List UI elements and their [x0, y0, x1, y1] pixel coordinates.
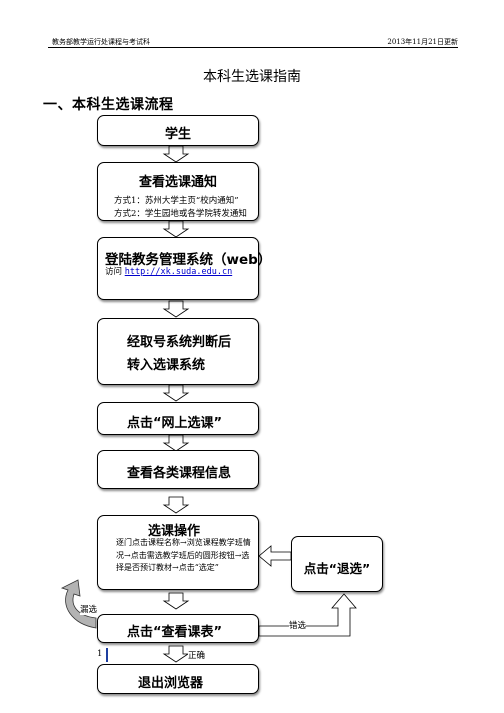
page-number: 1 [97, 649, 103, 659]
arrow-withdraw-to-operation [258, 545, 292, 567]
flow-step-number-check: 经取号系统判断后 转入选课系统 [97, 318, 259, 385]
flow-step-click-online-selection: 点击“网上选课” [97, 402, 259, 435]
wrong-selection-label: 错选 [289, 619, 307, 631]
login-visit-line: 访问 http://xk.suda.edu.cn [105, 265, 232, 277]
arrow-down-1 [163, 145, 189, 163]
flow-step-withdraw: 点击“退选” [291, 536, 383, 592]
selection-operation-description: 逐门点击课程名称→浏览课程教学班情况→点击需选教学班后的圆形按钮→选择是否预订教… [116, 538, 251, 572]
header-left-text: 教务部教学运行处课程与考试科 [52, 38, 150, 46]
arrow-down-3 [163, 300, 189, 318]
arrow-down-4 [163, 384, 189, 402]
click-online-selection-label: 点击“网上选课” [127, 416, 223, 431]
visit-label: 访问 [105, 267, 123, 277]
student-label: 学生 [164, 127, 191, 142]
notice-method-2: 方式2：学生园地或各学院转发通知 [114, 209, 247, 219]
arrow-wrong-to-withdraw [258, 593, 357, 637]
correct-label: 正确 [188, 649, 206, 661]
arrow-down-2 [163, 220, 189, 238]
flow-step-selection-operation: 选课操作 逐门点击课程名称→浏览课程教学班情况→点击需选教学班后的圆形按钮→选择… [97, 515, 259, 590]
arrow-down-5 [163, 434, 189, 452]
arrow-down-6 [163, 496, 189, 514]
arrow-down-7 [163, 592, 189, 610]
text-cursor [106, 648, 108, 662]
flow-step-exit-browser: 退出浏览器 [97, 664, 259, 694]
login-title: 登陆教务管理系统（web） [105, 252, 272, 268]
flow-step-student: 学生 [97, 115, 259, 146]
system-url-link[interactable]: http://xk.suda.edu.cn [124, 267, 233, 277]
flow-step-login: 登陆教务管理系统（web） 访问 http://xk.suda.edu.cn [97, 237, 271, 300]
arrow-down-8 [163, 645, 189, 663]
withdraw-label: 点击“退选” [303, 561, 371, 576]
page-header: 教务部教学运行处课程与考试科 2013年11月21日更新 [0, 0, 504, 48]
flow-step-view-notice: 查看选课通知 方式1：苏州大学主页“校内通知” 方式2：学生园地或各学院转发通知 [97, 162, 259, 221]
number-check-line-2: 转入选课系统 [127, 358, 206, 373]
number-check-line-1: 经取号系统判断后 [127, 335, 232, 350]
view-schedule-label: 点击“查看课表” [127, 625, 223, 640]
flow-step-course-info: 查看各类课程信息 [97, 450, 259, 489]
course-info-label: 查看各类课程信息 [127, 466, 232, 481]
missed-selection-label: 漏选 [80, 603, 98, 615]
selection-operation-title: 选课操作 [148, 524, 201, 539]
view-notice-title: 查看选课通知 [138, 175, 217, 190]
exit-browser-label: 退出浏览器 [138, 676, 204, 691]
notice-method-1: 方式1：苏州大学主页“校内通知” [114, 196, 239, 206]
header-right-date: 2013年11月21日更新 [387, 38, 458, 46]
document-title: 本科生选课指南 [203, 69, 301, 85]
section-title: 一、本科生选课流程 [43, 97, 174, 113]
flow-step-view-schedule: 点击“查看课表” [97, 614, 259, 643]
header-rule [48, 47, 458, 48]
